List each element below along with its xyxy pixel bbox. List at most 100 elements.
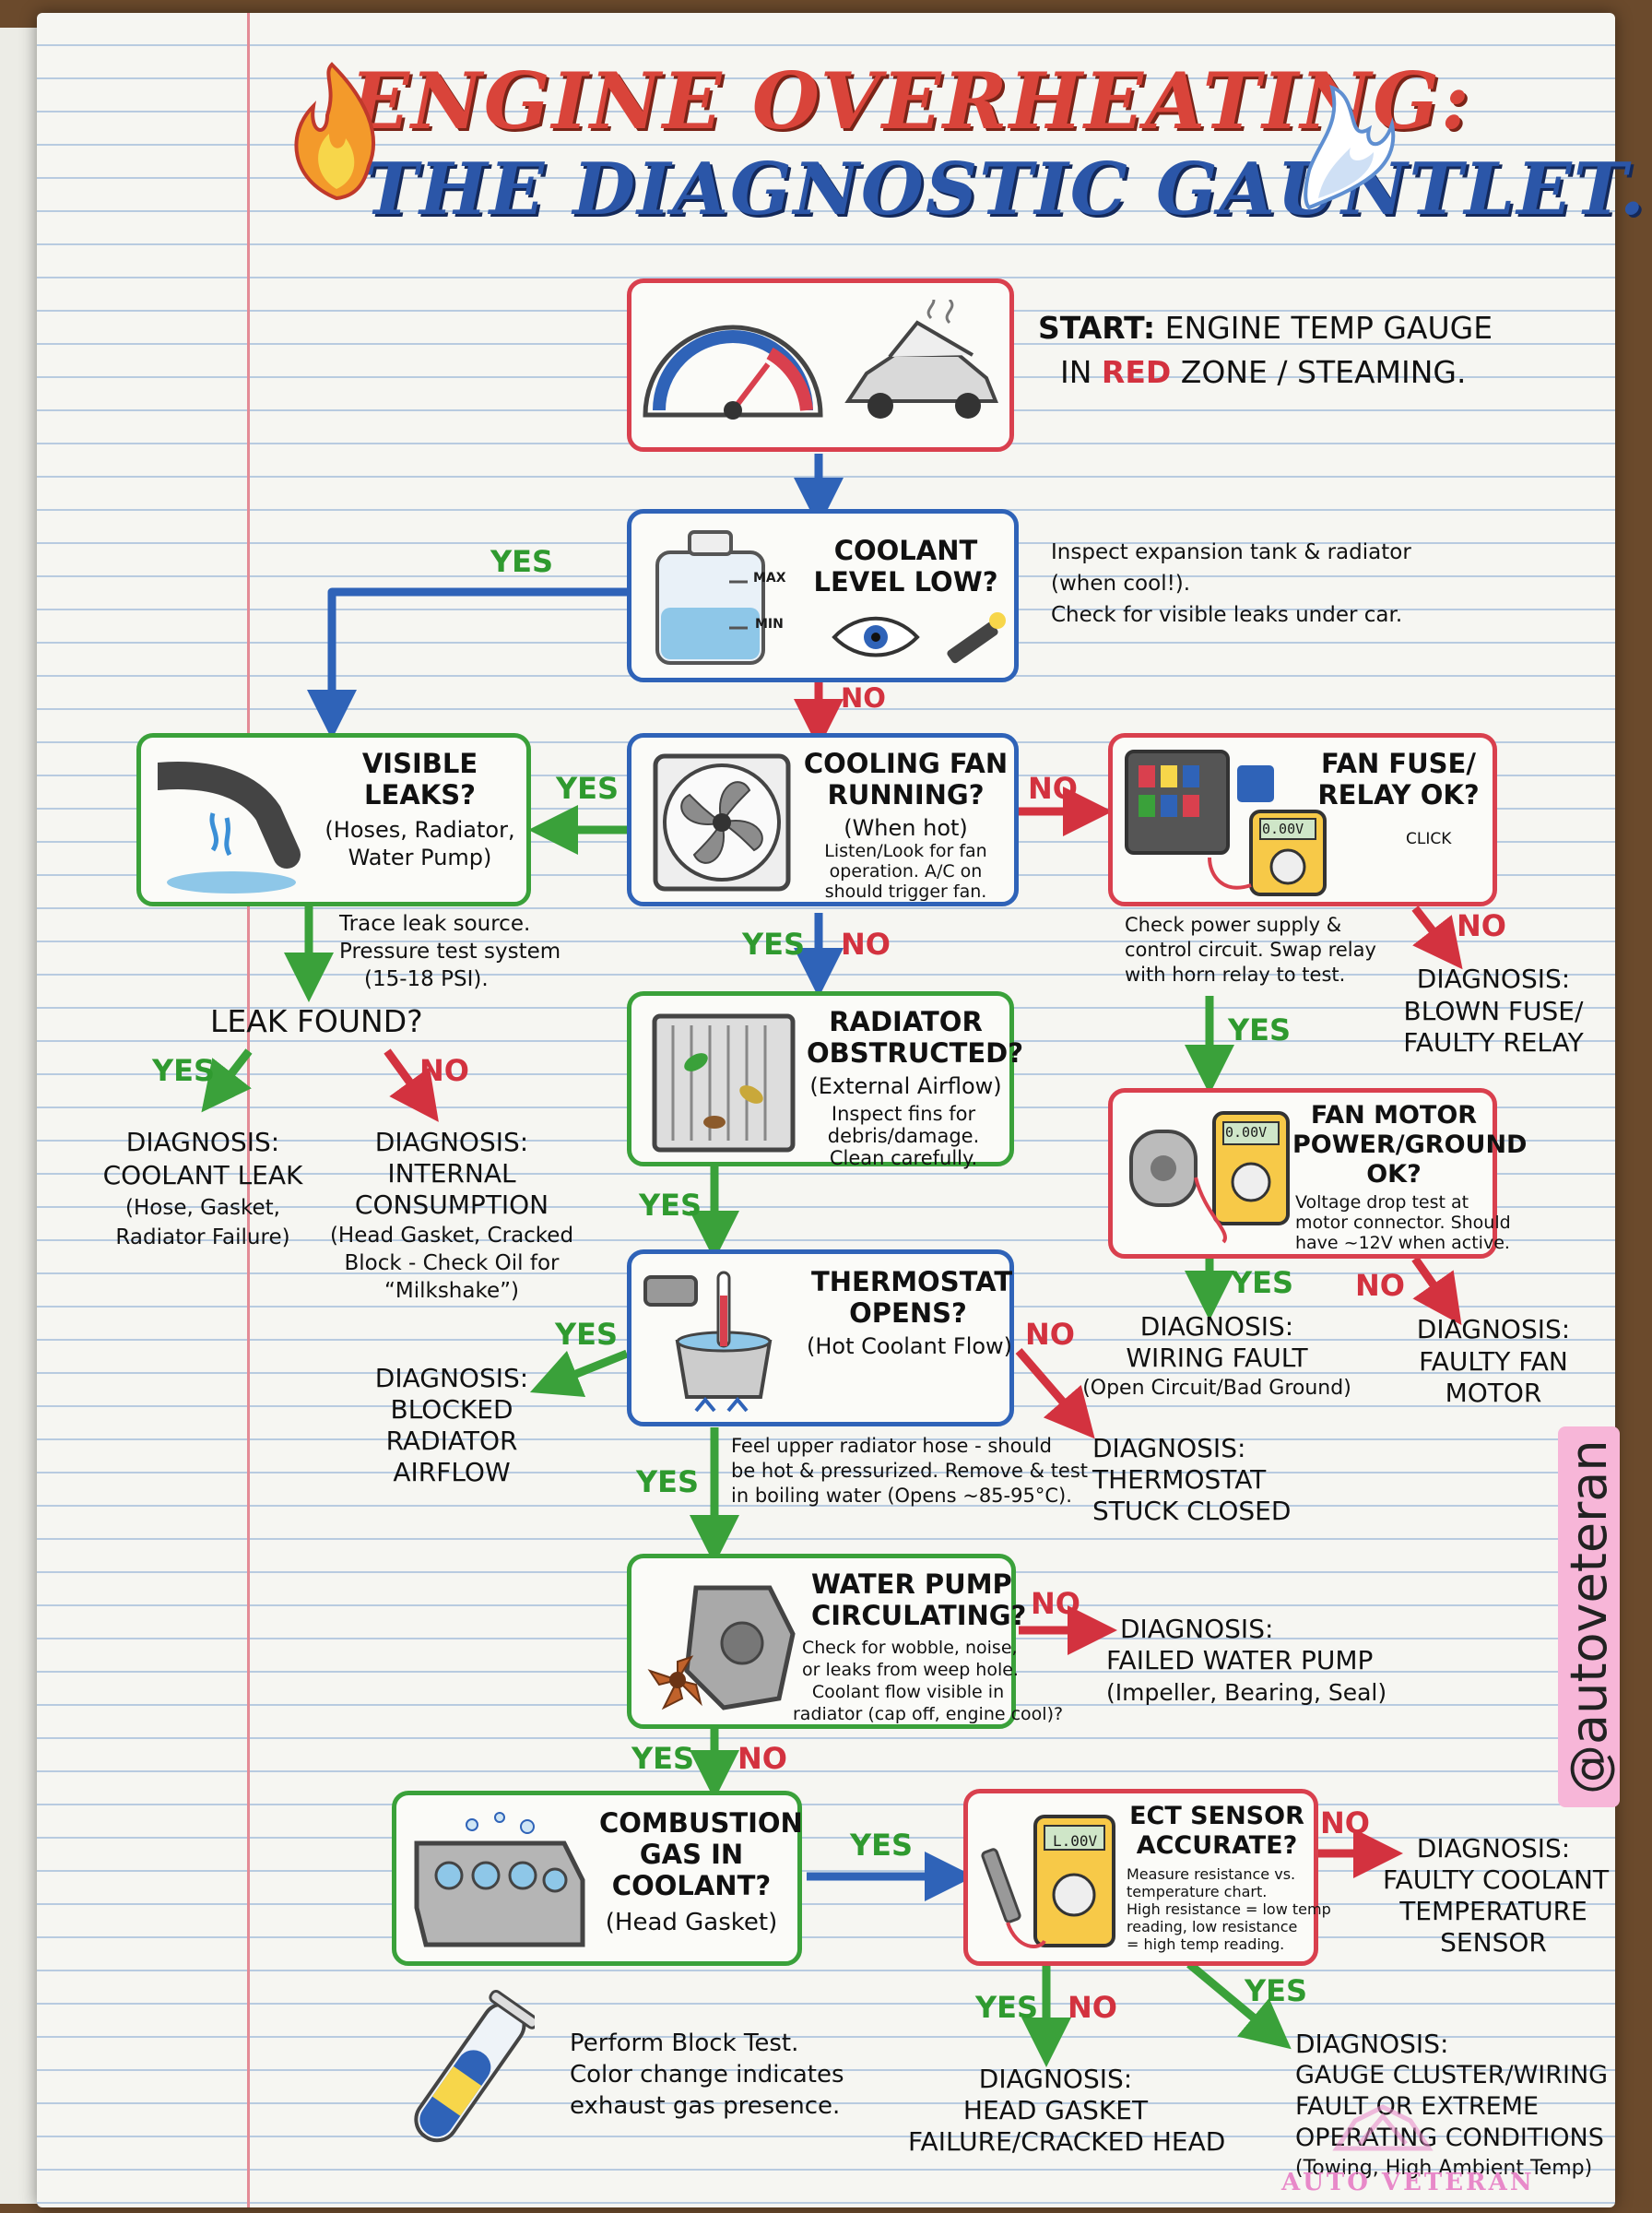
expansion-tank-icon xyxy=(655,530,765,665)
thermostat-s1: (Hot Coolant Flow) xyxy=(807,1333,1013,1359)
label-yes-radiator: YES xyxy=(639,1188,702,1223)
arrow-ect-yes-to-gauge xyxy=(1186,1960,1292,2050)
label-no-coolant: NO xyxy=(841,682,886,714)
motor-q2: POWER/GROUND xyxy=(1292,1130,1528,1159)
ect-n1: Measure resistance vs. xyxy=(1127,1865,1296,1883)
eye-flashlight-icon xyxy=(832,612,1006,664)
fuse-meter-readout: 0.00V xyxy=(1262,821,1304,837)
fan-n1: Listen/Look for fan xyxy=(824,841,987,861)
author-handle: @autoveteran xyxy=(1558,1426,1620,1807)
diag-fan-motor-1: DIAGNOSIS: xyxy=(1416,1314,1571,1344)
arrow-leakfound-no xyxy=(384,1048,439,1122)
label-yes-thermostat: YES xyxy=(555,1317,619,1352)
visible-leaks-box: VISIBLE LEAKS? (Hoses, Radiator, Water P… xyxy=(136,733,531,906)
label-no-pump-down: NO xyxy=(738,1741,787,1776)
coolant-q2: LEVEL LOW? xyxy=(813,566,998,598)
label-no-ect-down: NO xyxy=(1068,1990,1117,2025)
diag-fuse-1: DIAGNOSIS: xyxy=(1416,964,1571,994)
label-yes-ect-down: YES xyxy=(975,1990,1039,2025)
ect-sensor-box: L.00V ECT SENSOR ACCURATE? Measure resis… xyxy=(963,1789,1331,1966)
combustion-box: COMBUSTION GAS IN COOLANT? (Head Gasket) xyxy=(392,1791,803,1966)
start-text: ENGINE TEMP GAUGE xyxy=(1164,310,1493,346)
radiator-q2: OBSTRUCTED? xyxy=(807,1037,1024,1069)
diag-fuse-3: FAULTY RELAY xyxy=(1403,1027,1584,1058)
combustion-s1: (Head Gasket) xyxy=(605,1909,778,1936)
diag-fan-motor-3: MOTOR xyxy=(1445,1378,1542,1408)
diag-coolant-leak-1: DIAGNOSIS: xyxy=(125,1127,280,1157)
coolant-box: MAX MIN COOLANT LEVEL LOW? xyxy=(627,509,1019,682)
label-no-pump: NO xyxy=(1031,1586,1080,1621)
fan-q2: RUNNING? xyxy=(827,779,985,811)
sensor-multimeter-icon xyxy=(981,1815,1115,1948)
start-line-2: IN RED ZONE / STEAMING. xyxy=(1060,354,1466,390)
diag-internal-4: (Head Gasket, Cracked xyxy=(329,1224,574,1248)
label-no-fan: NO xyxy=(1028,771,1078,806)
start-line-1: START: ENGINE TEMP GAUGE xyxy=(1038,310,1493,346)
leaks-q1: VISIBLE xyxy=(361,748,478,779)
fuse-note-3: with horn relay to test. xyxy=(1125,964,1346,986)
start-label: START: xyxy=(1038,310,1156,346)
diag-ect-4: SENSOR xyxy=(1440,1927,1547,1958)
fan-fuse-box: 0.00V CLICK FAN FUSE/ RELAY OK? xyxy=(1108,733,1497,906)
water-pump-box: WATER PUMP CIRCULATING? Check for wobble… xyxy=(627,1554,1063,1729)
fan-s1: (When hot) xyxy=(844,815,968,841)
radiator-n1: Inspect fins for xyxy=(831,1103,976,1125)
radiator-s1: (External Airflow) xyxy=(809,1073,1002,1099)
diag-coolant-leak-4: Radiator Failure) xyxy=(115,1225,290,1249)
motor-n3: have ~12V when active. xyxy=(1295,1233,1510,1253)
coolant-note-2: (when cool!). xyxy=(1051,572,1191,596)
pump-n3: Coolant flow visible in xyxy=(811,1682,1005,1702)
ect-n4: reading, low resistance xyxy=(1127,1918,1298,1935)
diag-wiring-2: WIRING FAULT xyxy=(1126,1343,1308,1373)
diag-gauge-1: DIAGNOSIS: xyxy=(1295,2029,1449,2059)
diag-head-2: HEAD GASKET xyxy=(962,2095,1149,2125)
leaks-s1: (Hoses, Radiator, xyxy=(324,817,515,843)
motor-meter-readout: 0.00V xyxy=(1225,1124,1268,1141)
motor-q3: OK? xyxy=(1366,1160,1422,1189)
combustion-note-1: Perform Block Test. xyxy=(570,2030,799,2057)
fan-n2: operation. A/C on xyxy=(829,861,983,882)
diag-blocked-1: DIAGNOSIS: xyxy=(374,1363,529,1393)
diag-wiring-3: (Open Circuit/Bad Ground) xyxy=(1082,1377,1351,1400)
leaks-s2: Water Pump) xyxy=(348,845,492,870)
arrow-thermostat-no-to-stuck xyxy=(1015,1348,1095,1439)
combustion-q2: GAS IN xyxy=(639,1839,744,1870)
motor-n2: motor connector. Should xyxy=(1295,1213,1511,1233)
combustion-q3: COOLANT? xyxy=(611,1870,772,1901)
pump-q2: CIRCULATING? xyxy=(811,1600,1027,1631)
combustion-q1: COMBUSTION xyxy=(599,1807,803,1839)
diag-fuse-2: BLOWN FUSE/ xyxy=(1403,996,1584,1026)
label-yes-thermostat-down: YES xyxy=(636,1464,700,1499)
diag-coolant-leak-2: COOLANT LEAK xyxy=(102,1160,303,1190)
boiling-pot-thermometer-icon xyxy=(643,1271,773,1413)
motor-q1: FAN MOTOR xyxy=(1310,1101,1478,1130)
coolant-note-3: Check for visible leaks under car. xyxy=(1051,603,1403,627)
radiator-box: RADIATOR OBSTRUCTED? (External Airflow) … xyxy=(627,991,1024,1169)
flame-right-icon xyxy=(1304,84,1396,210)
diag-wiring-1: DIAGNOSIS: xyxy=(1139,1311,1294,1342)
thermostat-note-2: be hot & pressurized. Remove & test xyxy=(731,1460,1089,1482)
arrow-leakfound-yes xyxy=(201,1048,253,1113)
radiator-icon xyxy=(652,1013,796,1153)
thermostat-q2: OPENS? xyxy=(849,1297,967,1329)
label-no-leakfound: NO xyxy=(419,1053,469,1088)
label-yes-ect: YES xyxy=(1245,1973,1308,2008)
radiator-n3: Clean carefully. xyxy=(829,1147,978,1169)
diag-thermostat-2: THERMOSTAT xyxy=(1092,1464,1267,1495)
start-zone: ZONE / STEAMING. xyxy=(1180,354,1467,390)
leaks-note-1: Trace leak source. xyxy=(339,912,531,936)
leak-found-question: LEAK FOUND? xyxy=(210,1003,423,1039)
diag-internal-6: “Milkshake”) xyxy=(384,1279,520,1303)
ect-meter-readout: L.00V xyxy=(1053,1832,1098,1850)
watermark: AUTO VETERAN xyxy=(1281,2169,1535,2196)
label-yes-fuse: YES xyxy=(1228,1012,1292,1047)
label-no-fan-down: NO xyxy=(841,927,891,962)
title-line-2: THE DIAGNOSTIC GAUNTLET. xyxy=(364,148,1646,231)
start-box xyxy=(627,278,1014,452)
fan-q1: COOLING FAN xyxy=(803,748,1009,779)
label-no-ect: NO xyxy=(1320,1805,1370,1840)
diag-pump-2: FAILED WATER PUMP xyxy=(1106,1645,1374,1675)
leaks-note-2: Pressure test system xyxy=(339,940,561,964)
diag-internal-5: Block - Check Oil for xyxy=(344,1251,560,1275)
